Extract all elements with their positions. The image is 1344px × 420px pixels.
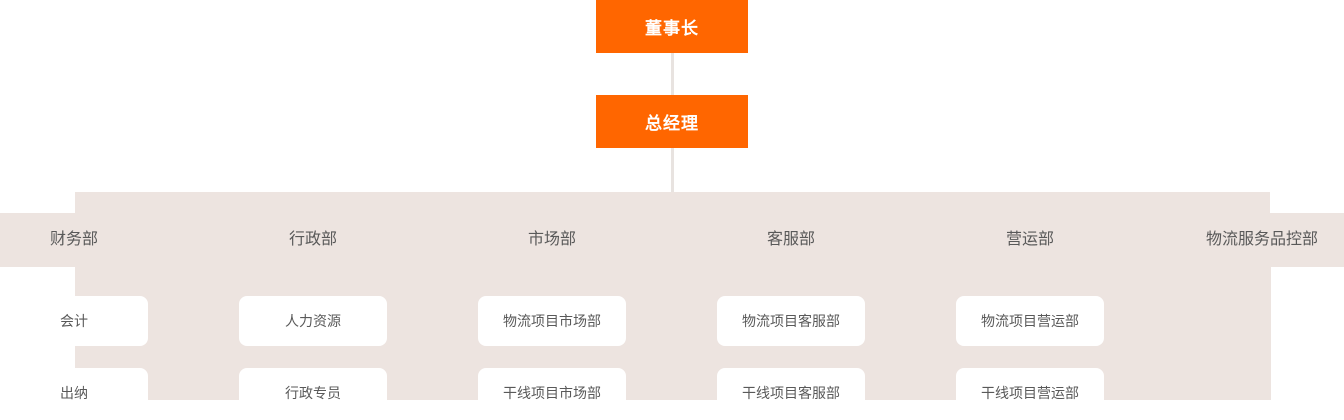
- unit-box-administrative-specialist[interactable]: 行政专员: [239, 368, 387, 418]
- exec-box-general-manager[interactable]: 总经理: [596, 95, 748, 148]
- department-label-marketing[interactable]: 市场部: [527, 231, 576, 248]
- department-label-operations[interactable]: 营运部: [1005, 231, 1054, 248]
- exec-box-chairman[interactable]: 董事长: [596, 0, 748, 53]
- exec-label-general-manager: 总经理: [645, 114, 699, 133]
- unit-box-logistics-project-operations[interactable]: 物流项目营运部: [956, 296, 1104, 346]
- department-connector-bar: [75, 192, 1270, 214]
- unit-box-trunk-project-operations[interactable]: 干线项目营运部: [956, 368, 1104, 418]
- department-row-band: [0, 213, 1344, 267]
- department-label-customer-service[interactable]: 客服部: [766, 231, 815, 248]
- unit-box-cashier[interactable]: 出纳: [0, 368, 148, 418]
- unit-box-logistics-project-marketing[interactable]: 物流项目市场部: [478, 296, 626, 346]
- unit-box-trunk-project-marketing[interactable]: 干线项目市场部: [478, 368, 626, 418]
- exec-label-chairman: 董事长: [645, 19, 699, 38]
- unit-box-trunk-project-customer-service[interactable]: 干线项目客服部: [717, 368, 865, 418]
- department-label-finance[interactable]: 财务部: [49, 231, 98, 248]
- unit-box-logistics-project-customer-service[interactable]: 物流项目客服部: [717, 296, 865, 346]
- department-label-administration[interactable]: 行政部: [288, 231, 337, 248]
- connector-chairman-to-gm: [671, 50, 674, 98]
- unit-box-accounting[interactable]: 会计: [0, 296, 148, 346]
- unit-box-human-resources[interactable]: 人力资源: [239, 296, 387, 346]
- connector-gm-to-departments: [671, 146, 674, 196]
- department-label-logistics-quality-control[interactable]: 物流服务品控部: [1205, 231, 1318, 248]
